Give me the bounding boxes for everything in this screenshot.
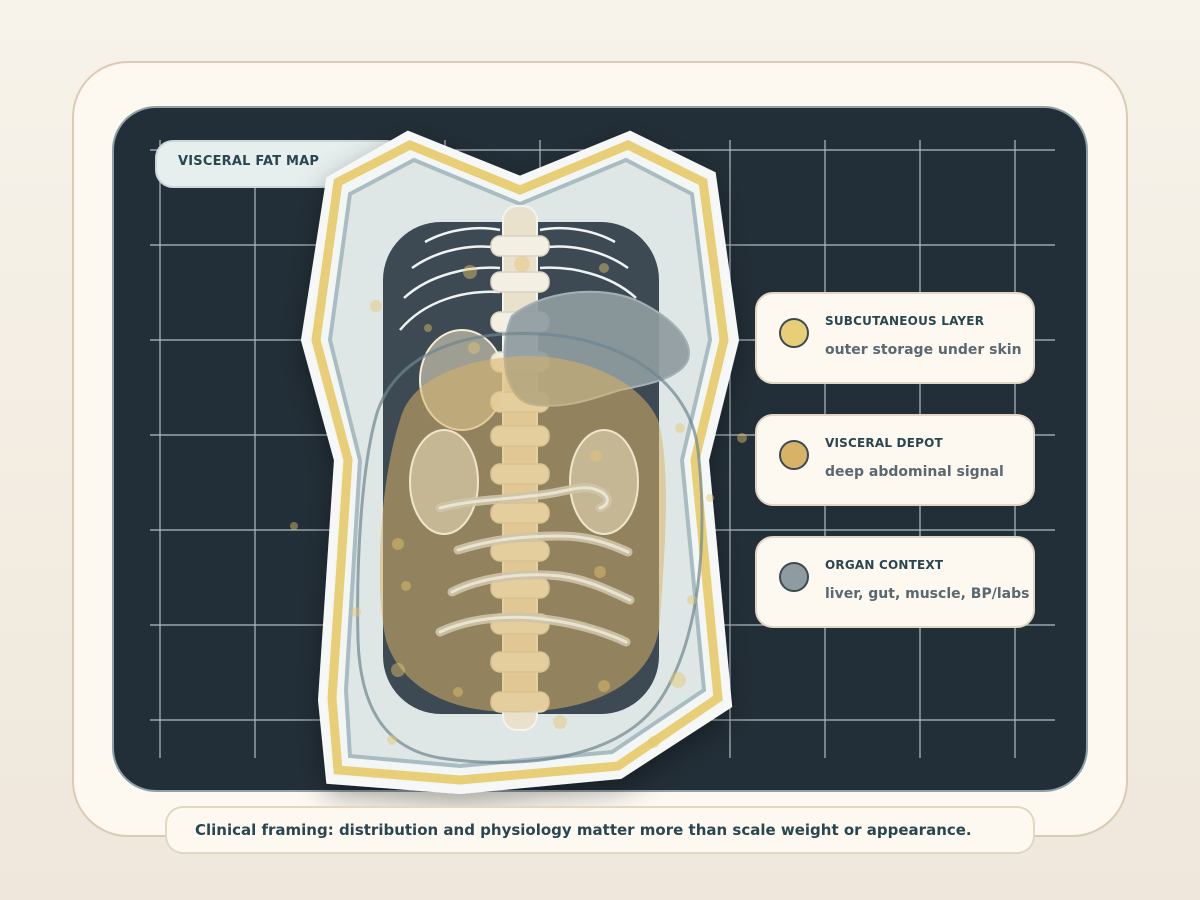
diagram-title: VISCERAL FAT MAP [178,154,320,169]
legend-description: outer storage under skin [825,342,1022,358]
organ-swatch [779,562,809,592]
visceral-swatch [779,440,809,470]
legend-description: liver, gut, muscle, BP/labs [825,586,1030,602]
legend-title: ORGAN CONTEXT [825,558,944,572]
subcutaneous-swatch [779,318,809,348]
ribs [399,226,637,331]
legend-item-subcutaneous: SUBCUTANEOUS LAYER outer storage under s… [755,292,1035,384]
right-kidney [569,429,639,535]
legend-title: VISCERAL DEPOT [825,436,943,450]
caption-bar: Clinical framing: distribution and physi… [165,806,1035,854]
legend-title: SUBCUTANEOUS LAYER [825,314,985,328]
legend-description: deep abdominal signal [825,464,1004,480]
legend-item-organ: ORGAN CONTEXT liver, gut, muscle, BP/lab… [755,536,1035,628]
visceral-ring [356,332,704,764]
fat-globules [290,256,747,748]
subcutaneous-layer [311,140,729,785]
left-kidney [409,429,479,535]
caption-text: Clinical framing: distribution and physi… [195,821,972,839]
legend-item-visceral: VISCERAL DEPOT deep abdominal signal [755,414,1035,506]
